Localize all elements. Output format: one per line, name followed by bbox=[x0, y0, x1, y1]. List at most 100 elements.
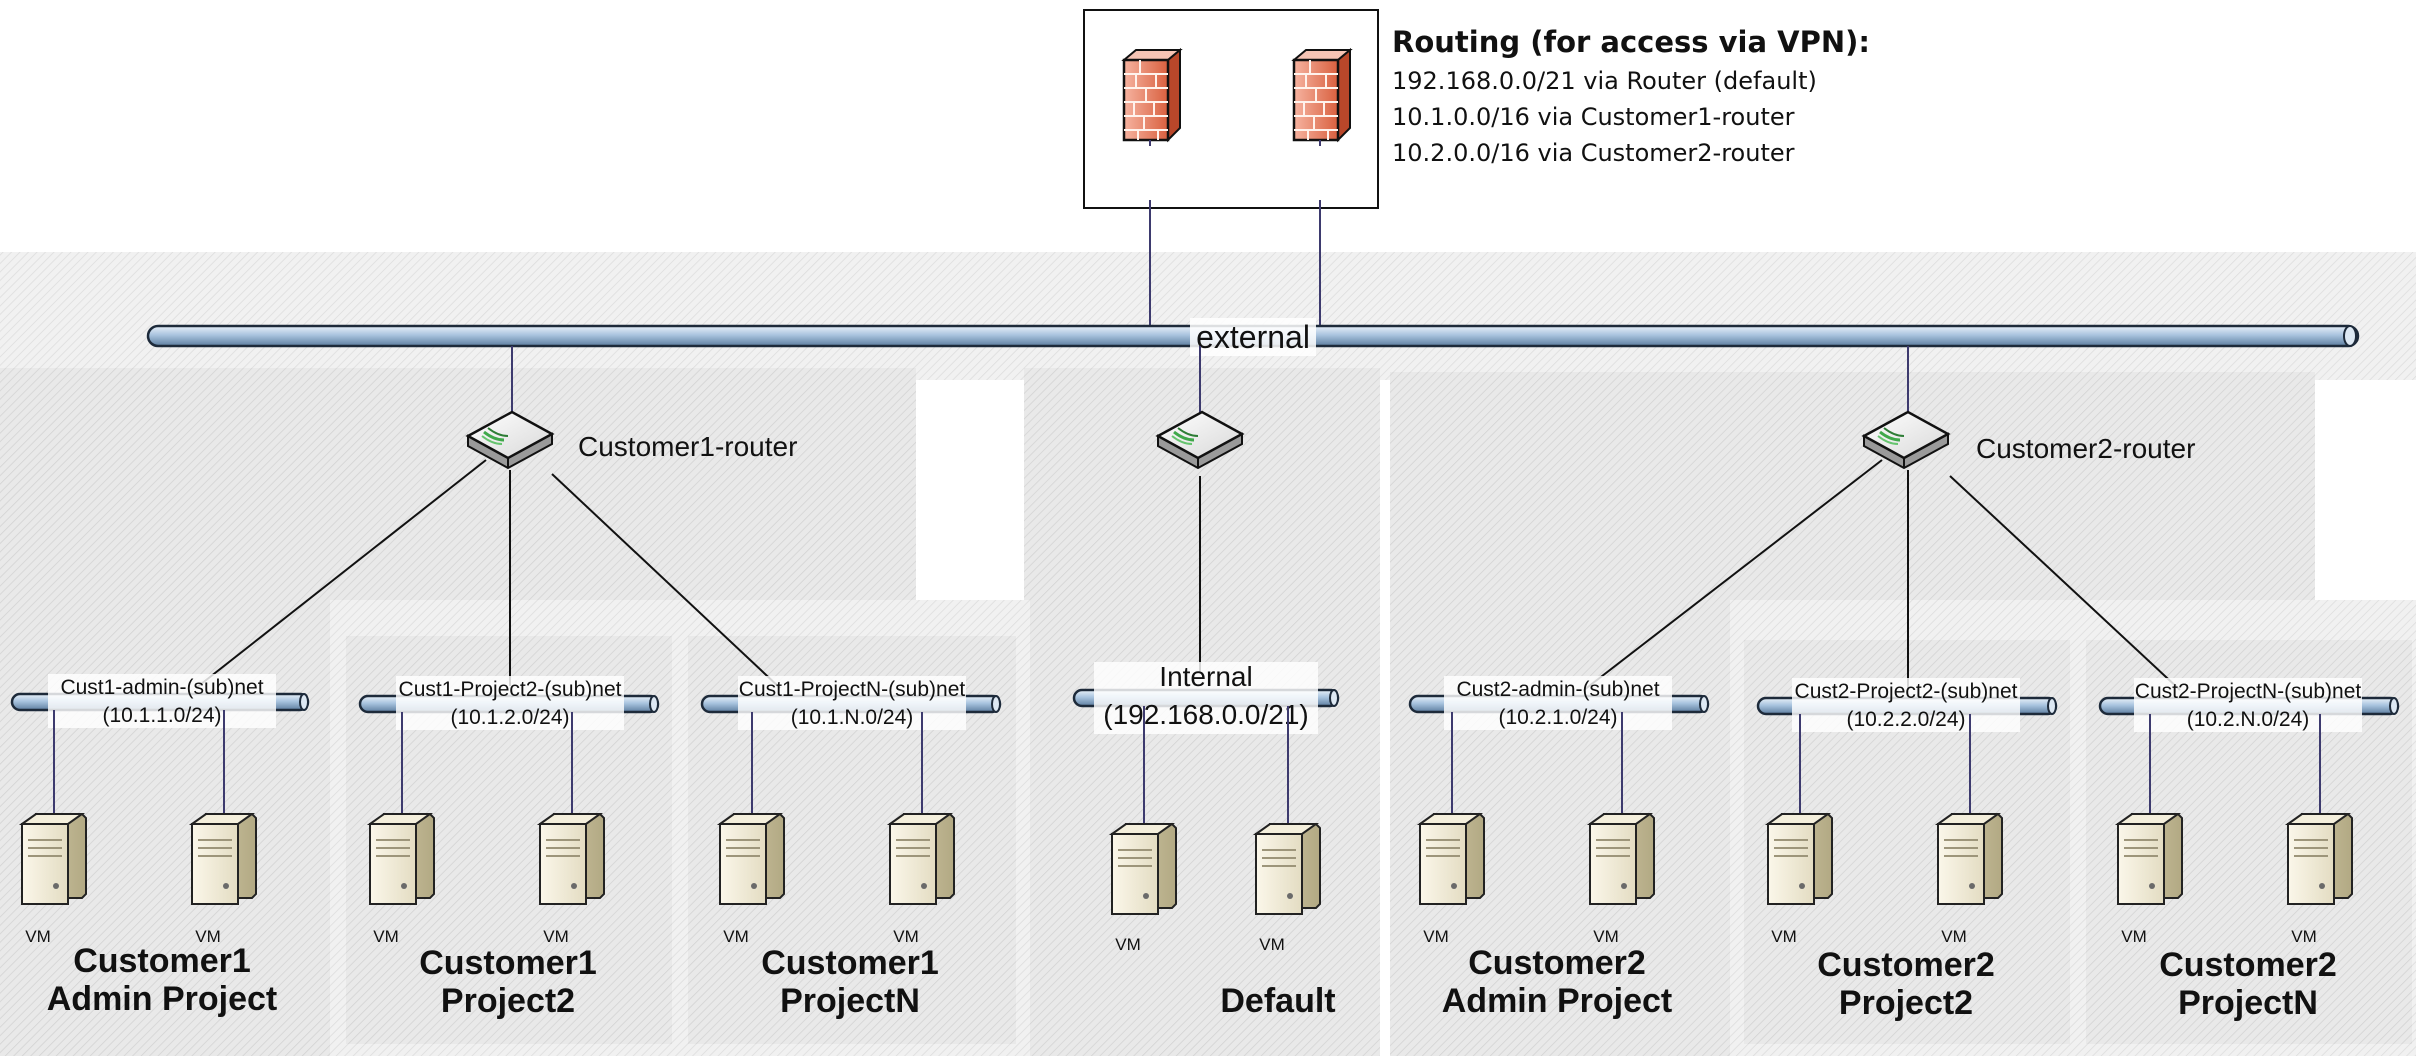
subnet-5: Cust2-admin-(sub)net (10.2.1.0/24) bbox=[1408, 676, 1710, 730]
route-line: 10.2.0.0/16 via Customer2-router bbox=[1392, 139, 1795, 167]
server-icon bbox=[1255, 823, 1321, 915]
vm-label: VM bbox=[2291, 927, 2317, 946]
subnet-name: Internal bbox=[1159, 661, 1252, 692]
subnet-cidr: (10.2.1.0/24) bbox=[1498, 706, 1617, 729]
router-uplinks bbox=[511, 346, 1909, 416]
project-label-4: Default bbox=[1220, 982, 1335, 1020]
vm-5-2: VM bbox=[1589, 712, 1655, 946]
vm-label: VM bbox=[195, 927, 221, 946]
project-subtitle: Project2 bbox=[441, 982, 575, 1020]
vm-5-1: VM bbox=[1419, 712, 1485, 946]
vm-label: VM bbox=[543, 927, 569, 946]
vpn-gateway-box bbox=[1083, 9, 1379, 209]
route-line: 192.168.0.0/21 via Router (default) bbox=[1392, 67, 1817, 95]
subnet-label-bg bbox=[2134, 678, 2362, 732]
link-line bbox=[551, 473, 781, 689]
subnet-label-bg bbox=[1792, 678, 2020, 732]
vm-label: VM bbox=[1593, 927, 1619, 946]
firewall-icon bbox=[1122, 48, 1182, 142]
subnet-2: Cust1-Project2-(sub)net(10.1.2.0/24) bbox=[358, 676, 660, 730]
router-customer1: Customer1-router bbox=[466, 410, 797, 470]
subnet-1: Cust1-admin-(sub)net (10.1.1.0/24) bbox=[10, 674, 310, 728]
vm-4-2: VM bbox=[1255, 706, 1321, 954]
pipe-end bbox=[2047, 697, 2057, 715]
project-title: Customer2 bbox=[1817, 946, 1995, 984]
project-title: Customer2 bbox=[1468, 944, 1646, 982]
zone-customer2-router bbox=[1390, 372, 2315, 604]
subnet-cidr: (10.2.2.0/24) bbox=[1846, 708, 1965, 731]
vm-6-2: VM bbox=[1937, 714, 2003, 946]
project-subtitle: ProjectN bbox=[2178, 984, 2318, 1022]
link-line bbox=[1949, 475, 2181, 691]
project-subtitle: Project2 bbox=[1839, 984, 1973, 1022]
server-icon bbox=[719, 813, 785, 905]
pipe-end bbox=[1329, 689, 1339, 707]
subnet-label-bg bbox=[738, 676, 966, 730]
subnet-cidr: (10.2.N.0/24) bbox=[2187, 708, 2310, 731]
external-network-label: external bbox=[1196, 319, 1310, 355]
subnet-4: Internal (192.168.0.0/21) bbox=[1072, 661, 1340, 734]
vm-label: VM bbox=[1423, 927, 1449, 946]
vm-6-1: VM bbox=[1767, 714, 1833, 946]
external-zone bbox=[0, 252, 2416, 380]
server-icon bbox=[369, 813, 435, 905]
vm-7-2: VM bbox=[2287, 714, 2353, 946]
vm-4-1: VM bbox=[1111, 706, 1177, 954]
pipe-end bbox=[649, 695, 659, 713]
pipe-end bbox=[1699, 695, 1709, 713]
subnet-name: Cust2-admin-(sub)net bbox=[1456, 678, 1659, 701]
subnet-3: Cust1-ProjectN-(sub)net (10.1.N.0/24) bbox=[700, 676, 1002, 730]
subnet-cidr: (10.1.1.0/24) bbox=[102, 704, 221, 727]
zone-customer1-router bbox=[0, 368, 916, 604]
vm-3-2: VM bbox=[889, 712, 955, 946]
vm-label: VM bbox=[373, 927, 399, 946]
project-title: Customer2 bbox=[2159, 946, 2337, 984]
project-title: Customer1 bbox=[419, 944, 597, 982]
subnet-cidr: (192.168.0.0/21) bbox=[1103, 699, 1309, 730]
project-subtitle: Admin Project bbox=[1442, 982, 1672, 1020]
server-icon bbox=[1589, 813, 1655, 905]
subnet-name: Cust1-admin-(sub)net bbox=[60, 676, 263, 699]
server-icon bbox=[1937, 813, 2003, 905]
routing-title: Routing (for access via VPN): bbox=[1392, 25, 1870, 59]
subnet-name: Cust1-ProjectN-(sub)net bbox=[739, 678, 966, 701]
vm-label: VM bbox=[1941, 927, 1967, 946]
router-label: Customer1-router bbox=[578, 431, 797, 462]
pipe-end bbox=[991, 695, 1001, 713]
subnet-cidr: (10.1.N.0/24) bbox=[791, 706, 914, 729]
project-subtitle: ProjectN bbox=[780, 982, 920, 1020]
vm-7-1: VM bbox=[2117, 714, 2183, 946]
project-title: Customer1 bbox=[761, 944, 939, 982]
vm-label: VM bbox=[723, 927, 749, 946]
vm-label: VM bbox=[1771, 927, 1797, 946]
subnet-label-bg bbox=[48, 674, 276, 728]
firewall-icon bbox=[1292, 48, 1352, 142]
server-icon bbox=[191, 813, 257, 905]
vm-label: VM bbox=[2121, 927, 2147, 946]
subnet-label-bg bbox=[1444, 676, 1672, 730]
project-subtitle: Default bbox=[1220, 982, 1335, 1020]
subnet-cidr: (10.1.2.0/24) bbox=[450, 706, 569, 729]
vpn-links bbox=[1149, 200, 1321, 330]
subnet-name: Cust2-ProjectN-(sub)net bbox=[2135, 680, 2362, 703]
vm-label: VM bbox=[25, 927, 51, 946]
router-subnet-links bbox=[195, 459, 2181, 691]
server-icon bbox=[21, 813, 87, 905]
server-icon bbox=[1419, 813, 1485, 905]
project-title: Customer1 bbox=[73, 942, 251, 980]
vm-2-1: VM bbox=[369, 712, 435, 946]
subnet-7: Cust2-ProjectN-(sub)net (10.2.N.0/24) bbox=[2098, 678, 2400, 732]
link-line bbox=[195, 459, 487, 689]
server-icon bbox=[889, 813, 955, 905]
vm-layer: VM VM VM VM VM VM VM VM VM VM VM VM VM VM bbox=[21, 706, 2353, 954]
external-network-pipe: external bbox=[146, 318, 2360, 356]
subnet-label-bg bbox=[396, 676, 624, 730]
subnet-6: Cust2-Project2-(sub)net(10.2.2.0/24) bbox=[1756, 678, 2058, 732]
